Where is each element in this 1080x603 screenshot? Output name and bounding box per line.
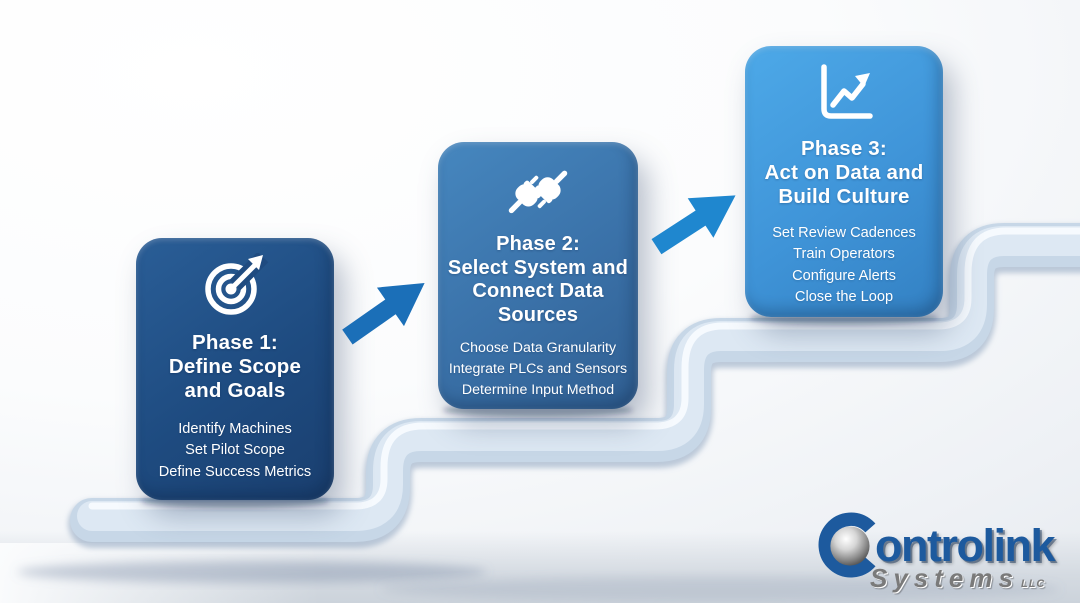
logo-systems-text: Systems xyxy=(870,563,1019,593)
phase-1-items: Identify Machines Set Pilot Scope Define… xyxy=(158,420,312,480)
arrow-phase1-to-phase2-icon xyxy=(328,258,443,363)
phase-1-title: Phase 1: Define Scope and Goals xyxy=(168,331,302,403)
step-shadow xyxy=(380,577,1060,601)
controlink-logo: ontrolink Systems LLC xyxy=(818,512,1074,591)
logo-c-sphere-icon xyxy=(818,512,884,578)
step-shadow xyxy=(17,561,487,583)
phase-2-items: Choose Data Granularity Integrate PLCs a… xyxy=(448,340,628,399)
phase-3-items: Set Review Cadences Train Operators Conf… xyxy=(772,224,916,306)
phase-3-card: Phase 3: Act on Data and Build Culture S… xyxy=(745,46,943,317)
chart-icon xyxy=(811,59,877,123)
target-icon xyxy=(201,253,269,317)
staircase-ribbon xyxy=(68,223,1080,548)
arrow-phase2-to-phase3-icon xyxy=(638,169,753,272)
phase-2-title: Phase 2: Select System and Connect Data … xyxy=(447,233,629,326)
phase-1-card: Phase 1: Define Scope and Goals Identify… xyxy=(136,238,334,500)
logo-wordmark: ontrolink xyxy=(875,519,1055,571)
phase-3-title: Phase 3: Act on Data and Build Culture xyxy=(764,137,924,209)
phase-2-card: Phase 2: Select System and Connect Data … xyxy=(438,142,638,409)
plug-icon xyxy=(495,159,581,223)
logo-llc-text: LLC xyxy=(1020,578,1046,590)
